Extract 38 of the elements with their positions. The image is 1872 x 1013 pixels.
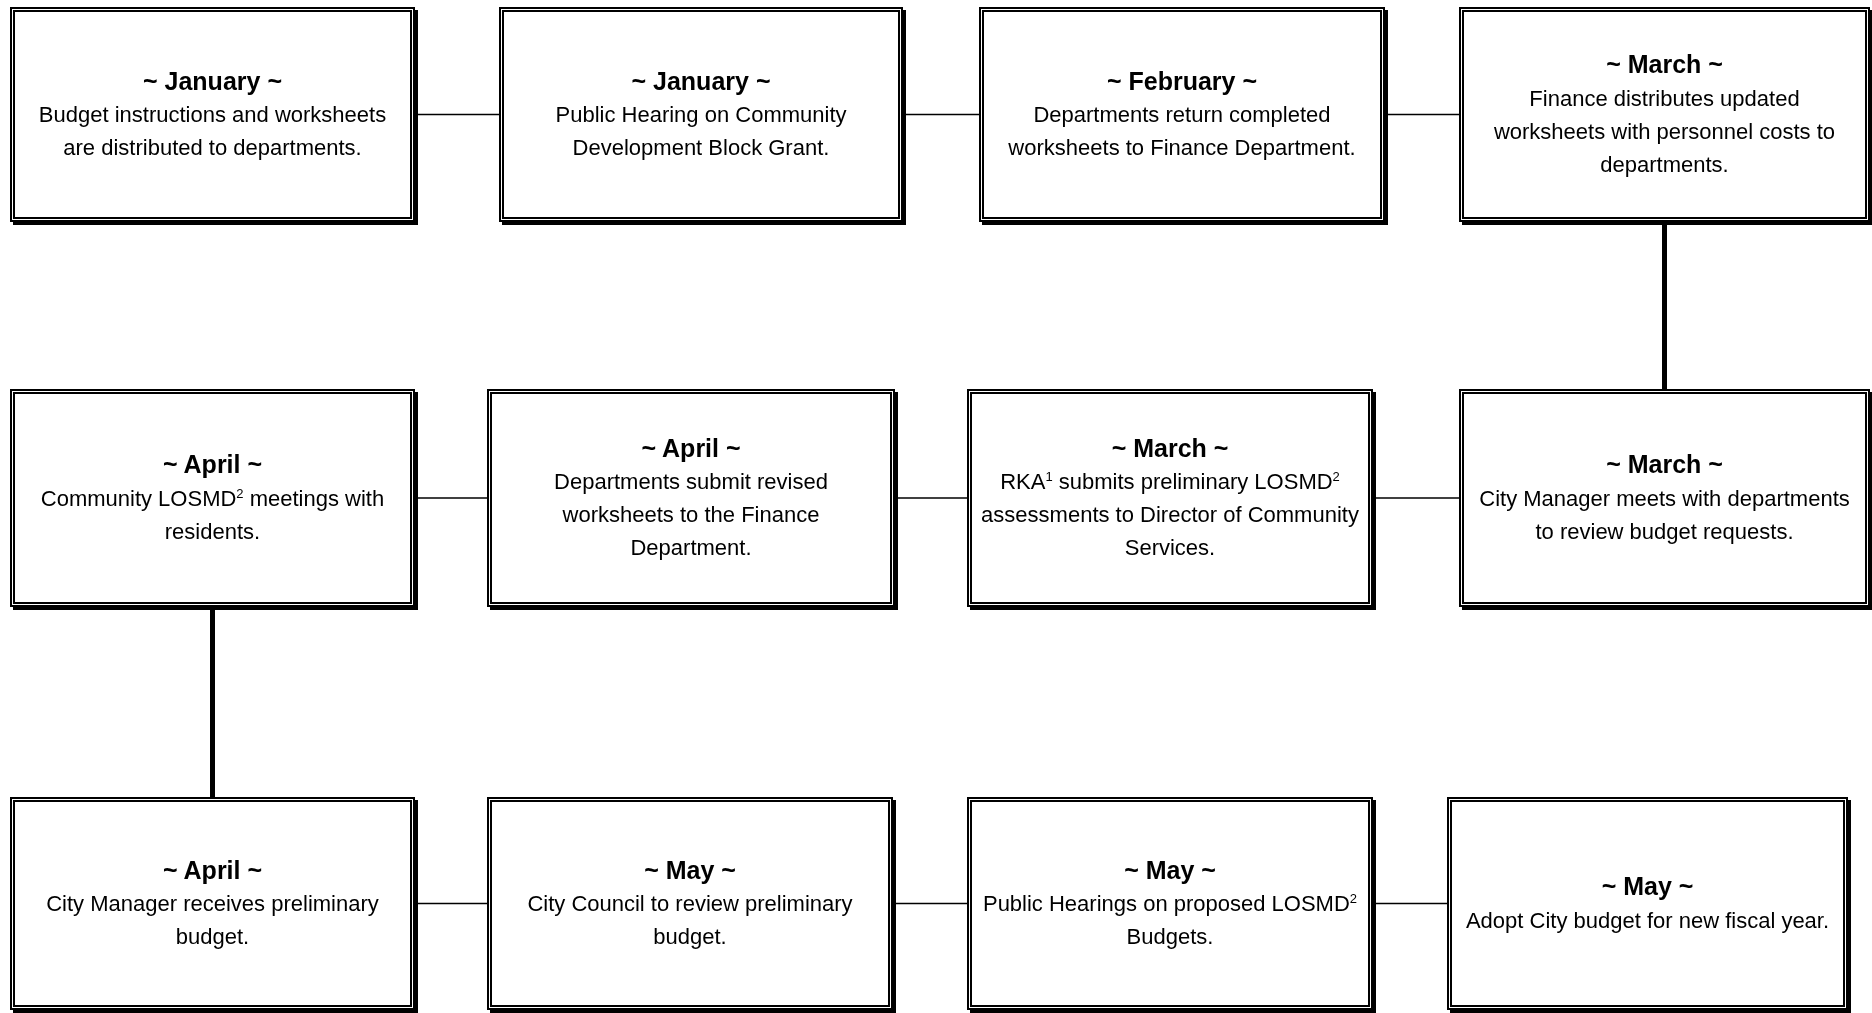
process-box: [1459, 7, 1870, 222]
step-description: Finance distributes updated worksheets with personnel costs to departments.: [1492, 84, 1837, 179]
step-description: City Manager meets with departments to review budget requests.: [1478, 484, 1851, 546]
process-box: [487, 389, 895, 607]
process-box: [10, 797, 415, 1010]
process-box: [967, 797, 1373, 1010]
month-heading: ~ May ~: [1124, 854, 1216, 886]
step-description: Adopt City budget for new fiscal year.: [1465, 906, 1830, 935]
month-heading: ~ February ~: [1106, 65, 1258, 97]
process-box: [979, 7, 1385, 222]
process-box: [967, 389, 1373, 607]
process-box: [1459, 389, 1870, 607]
step-description: City Manager receives preliminary budget.: [45, 890, 380, 952]
process-box: [10, 389, 415, 607]
step-description: Budget instructions and worksheets are distributed to departments.: [37, 101, 388, 163]
month-heading: ~ May ~: [1601, 871, 1694, 903]
step-description: City Council to review preliminary budget.: [526, 890, 854, 952]
process-box: [1447, 797, 1848, 1010]
step-description: RKA$^{1}$ submits preliminary LOSMD$^{2}$ assessments to Director of Community Services.: [980, 468, 1360, 563]
connector-line: [210, 607, 215, 797]
month-heading: ~ April ~: [641, 432, 741, 464]
process-box: [487, 797, 893, 1010]
step-description: Departments return completed worksheets to Finance Department.: [1007, 101, 1357, 163]
process-box: [499, 7, 903, 222]
month-heading: ~ April ~: [162, 449, 263, 481]
step-description: Departments submit revised worksheets to the Finance Department.: [553, 468, 829, 563]
month-heading: ~ March ~: [1606, 449, 1723, 481]
month-heading: ~ January ~: [631, 65, 771, 97]
month-heading: ~ March ~: [1111, 432, 1229, 464]
connector-line: [1662, 222, 1667, 389]
step-description: Community LOSMD$^{2}$ meetings with residents.: [39, 484, 386, 546]
process-box: [10, 7, 415, 222]
step-description: Public Hearings on proposed LOSMD$^{2}$ Budgets.: [981, 890, 1359, 952]
month-heading: ~ January ~: [143, 65, 282, 97]
month-heading: ~ March ~: [1606, 49, 1723, 81]
step-description: Public Hearing on Community Development Block Grant.: [554, 101, 848, 163]
month-heading: ~ May ~: [644, 854, 736, 886]
month-heading: ~ April ~: [162, 854, 263, 886]
